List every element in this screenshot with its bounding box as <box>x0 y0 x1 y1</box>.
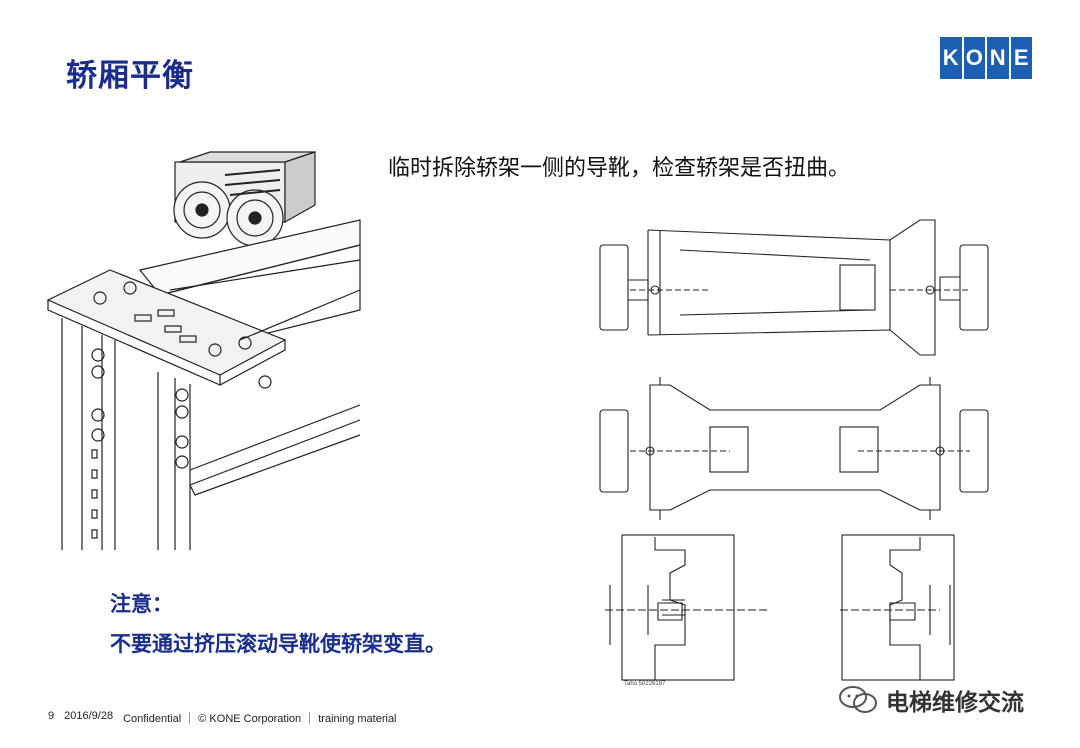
logo-letter-n: N <box>987 37 1009 79</box>
footer-text: Confidential ｜ © KONE Corporation ｜ trai… <box>123 713 397 725</box>
page-number: 9 <box>48 710 55 722</box>
note-body: 不要通过挤压滚动导靴使轿架变直。 <box>110 632 446 656</box>
car-frame-isometric-illustration <box>46 151 361 550</box>
car-frame-technical-drawing: Taho 50228187 <box>599 219 989 687</box>
footer-date: 2016/9/28 <box>64 710 114 722</box>
logo-letter-o: O <box>963 37 985 79</box>
watermark-text: 电梯维修交流 <box>886 690 1024 716</box>
kone-logo: K O N E <box>940 37 1032 79</box>
watermark: 电梯维修交流 <box>838 683 1024 717</box>
slide-title: 轿厢平衡 <box>66 58 194 94</box>
slide-footer: 9 2016/9/28 Confidential ｜ © KONE Corpor… <box>48 710 397 726</box>
logo-letter-k: K <box>940 37 962 79</box>
note-heading: 注意： <box>110 592 173 616</box>
instruction-text: 临时拆除轿架一侧的导靴，检查轿架是否扭曲。 <box>388 156 851 181</box>
drawing-caption: Taho 50228187 <box>624 681 666 687</box>
logo-letter-e: E <box>1010 37 1032 79</box>
chat-bubble-icon <box>839 686 877 713</box>
